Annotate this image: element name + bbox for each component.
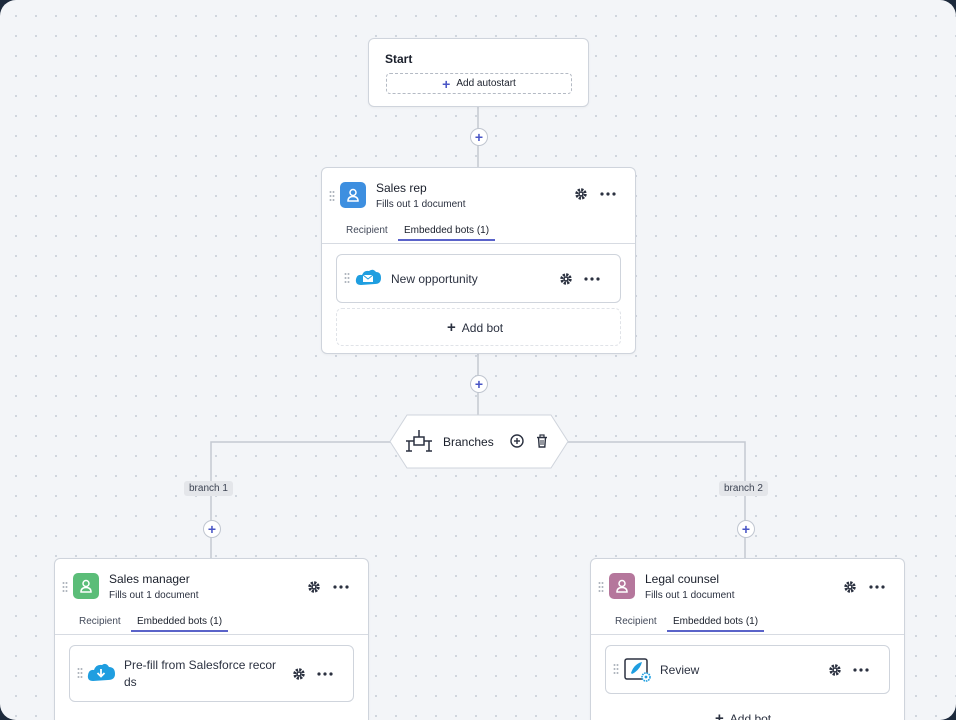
grip-icon[interactable] [62,581,68,593]
branches-icon [406,430,432,452]
add-autostart-label: Add autostart [456,78,516,89]
add-step-button[interactable]: + [470,128,488,146]
branch-2-label[interactable]: branch 2 [719,481,768,496]
gear-icon[interactable] [557,270,575,288]
review-icon [624,658,651,682]
sales-rep-card[interactable]: Sales rep Fills out 1 document Recipient… [321,167,636,354]
bot-label-line2: ds [124,675,137,689]
legal-counsel-name: Legal counsel [645,572,720,586]
branch-1-label[interactable]: branch 1 [184,481,233,496]
gear-icon[interactable] [305,578,323,596]
bot-label-line1: Pre-fill from Salesforce recor [124,658,277,672]
grip-icon[interactable] [329,190,335,202]
add-step-button[interactable]: + [737,520,755,538]
person-icon [340,182,366,208]
add-autostart-button[interactable]: + Add autostart [386,73,572,94]
tab-embedded-bots[interactable]: Embedded bots (1) [398,225,496,241]
legal-counsel-card[interactable]: Legal counsel Fills out 1 document Recip… [590,558,905,720]
bot-prefill-salesforce[interactable]: Pre-fill from Salesforce recor ds [69,645,354,702]
sales-manager-name: Sales manager [109,572,190,586]
plus-icon: + [442,75,451,92]
sales-rep-name: Sales rep [376,181,427,195]
gear-icon[interactable] [826,661,844,679]
sales-rep-subtitle: Fills out 1 document [376,199,466,210]
start-title: Start [385,52,413,66]
more-icon[interactable] [852,661,870,679]
bot-review[interactable]: Review [605,645,890,694]
gear-icon[interactable] [290,665,308,683]
tab-embedded-bots[interactable]: Embedded bots (1) [667,616,765,632]
more-icon[interactable] [316,665,334,683]
grip-icon[interactable] [598,581,604,593]
plus-icon: + [715,710,724,720]
bot-label: Review [660,663,700,677]
more-icon[interactable] [868,578,886,596]
add-bot-label: Add bot [461,320,504,335]
grip-icon[interactable] [344,272,350,284]
more-icon[interactable] [332,578,350,596]
sales-manager-tabs: Recipient Embedded bots (1) [55,612,368,635]
gear-icon[interactable] [841,578,859,596]
person-icon [73,573,99,599]
add-bot-area[interactable]: + Add bot [336,308,621,346]
legal-counsel-tabs: Recipient Embedded bots (1) [591,612,904,635]
legal-counsel-subtitle: Fills out 1 document [645,590,735,601]
add-bot-button[interactable]: + Add bot [447,320,503,335]
sales-manager-subtitle: Fills out 1 document [109,590,199,601]
add-circle-icon[interactable] [508,432,526,450]
sales-rep-tabs: Recipient Embedded bots (1) [322,221,635,244]
add-bot-label: Add bot [729,711,772,720]
more-icon[interactable] [583,270,601,288]
bot-label: New opportunity [391,272,478,286]
grip-icon[interactable] [613,663,619,675]
person-icon [609,573,635,599]
tab-recipient[interactable]: Recipient [346,225,388,236]
add-step-button[interactable]: + [470,375,488,393]
salesforce-mail-icon [355,269,381,285]
sales-manager-card[interactable]: Sales manager Fills out 1 document Recip… [54,558,369,720]
branches-label: Branches [443,435,494,449]
tab-recipient[interactable]: Recipient [79,616,121,627]
gear-icon[interactable] [572,185,590,203]
tab-recipient[interactable]: Recipient [615,616,657,627]
plus-icon: + [447,319,456,336]
add-bot-button[interactable]: + Add bot [715,711,771,720]
more-icon[interactable] [599,185,617,203]
bot-new-opportunity[interactable]: New opportunity [336,254,621,303]
add-step-button[interactable]: + [203,520,221,538]
branches-node-shape[interactable] [389,414,569,469]
tab-embedded-bots[interactable]: Embedded bots (1) [131,616,229,632]
start-card[interactable]: Start + Add autostart [368,38,589,107]
grip-icon[interactable] [77,667,83,679]
salesforce-download-icon [87,663,115,681]
trash-icon[interactable] [533,432,551,450]
